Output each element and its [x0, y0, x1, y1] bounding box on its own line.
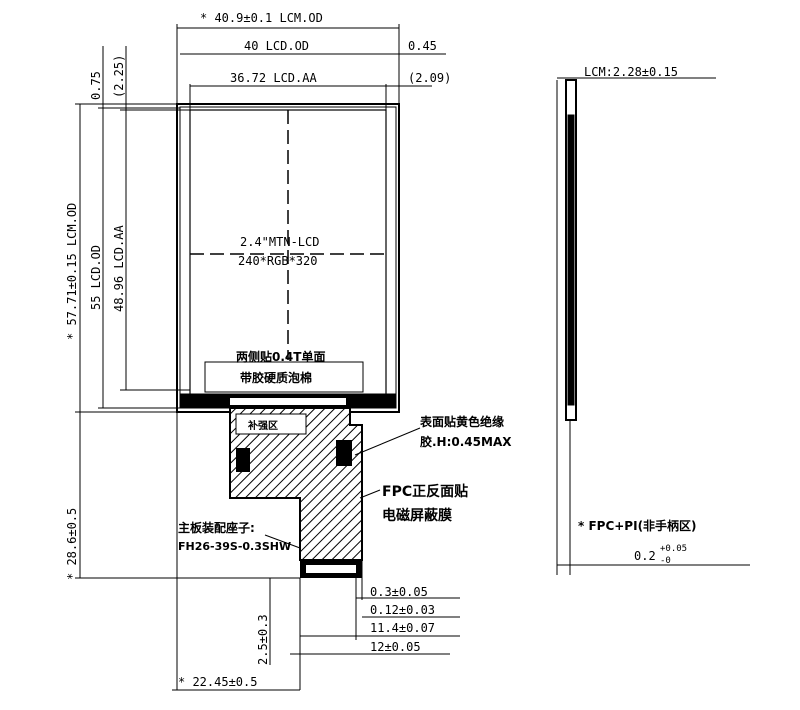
- tape-note-line2: 带胶硬质泡棉: [240, 370, 312, 385]
- emi-note-line2: 电磁屏蔽膜: [382, 507, 452, 524]
- fpc-thickness-base: 0.2: [634, 549, 656, 563]
- connector-note-line2: FH26-39S-0.3SHW: [178, 540, 291, 553]
- connector-offset-label: 2.5±0.3: [256, 614, 270, 665]
- fpc-pad-right: [336, 440, 352, 466]
- yellow-tape-line2: 胶.H:0.45MAX: [420, 434, 512, 449]
- top-offset-225: (2.25): [112, 55, 126, 98]
- thickness-label: LCM:2.28±0.15: [584, 65, 678, 79]
- emi-note-line1: FPC正反面贴: [382, 483, 468, 500]
- lcm-height-label: * 57.71±0.15 LCM.OD: [65, 203, 79, 340]
- aa-height-label: 48.96 LCD.AA: [112, 225, 126, 312]
- dim-r1: 0.3±0.05: [370, 585, 428, 599]
- connector-note-line1: 主板装配座子:: [178, 520, 255, 535]
- stiffener-label: 补强区: [247, 419, 278, 432]
- lcd-height-label: 55 LCD.OD: [89, 245, 103, 310]
- dim-r3: 11.4±0.07: [370, 621, 435, 635]
- fpc-thickness-sub: -0: [660, 556, 671, 566]
- dim-r2: 0.12±0.03: [370, 603, 435, 617]
- fpc-thickness-sup: +0.05: [660, 544, 687, 554]
- tape-note-line1: 两侧贴0.4T单面: [236, 349, 325, 364]
- yellow-tape-line1: 表面贴黄色绝缘: [419, 414, 504, 429]
- dim-r4: 12±0.05: [370, 640, 421, 654]
- foam-tape-region: [204, 361, 364, 393]
- top-offset-075: 0.75: [89, 71, 103, 100]
- side-view-lcm: [565, 79, 577, 421]
- aa-width-offset: (2.09): [408, 71, 451, 85]
- fpc-pi-label: * FPC+PI(非手柄区): [578, 518, 697, 533]
- leader-lines: [264, 427, 421, 549]
- fpc-position-label: * 22.45±0.5: [178, 675, 257, 689]
- side-view: [556, 77, 750, 575]
- aa-width-label: 36.72 LCD.AA: [230, 71, 317, 85]
- stiffener-label-box: [235, 413, 307, 435]
- fpc-length-label: * 28.6±0.5: [65, 508, 79, 580]
- left-dimensions: [75, 46, 300, 691]
- top-dimensions: [176, 24, 446, 110]
- panel-resolution: 240*RGB*320: [238, 254, 317, 268]
- panel-title: 2.4"MTN-LCD: [240, 235, 319, 249]
- lcm-width-label: * 40.9±0.1 LCM.OD: [200, 11, 323, 25]
- connector-dimensions: [290, 425, 460, 655]
- lcd-width-offset: 0.45: [408, 39, 437, 53]
- lcd-width-label: 40 LCD.OD: [244, 39, 309, 53]
- fpc-pad-left: [236, 448, 250, 472]
- annotation-text: * 40.9±0.1 LCM.OD 40 LCD.OD 0.45 36.72 L…: [65, 11, 697, 689]
